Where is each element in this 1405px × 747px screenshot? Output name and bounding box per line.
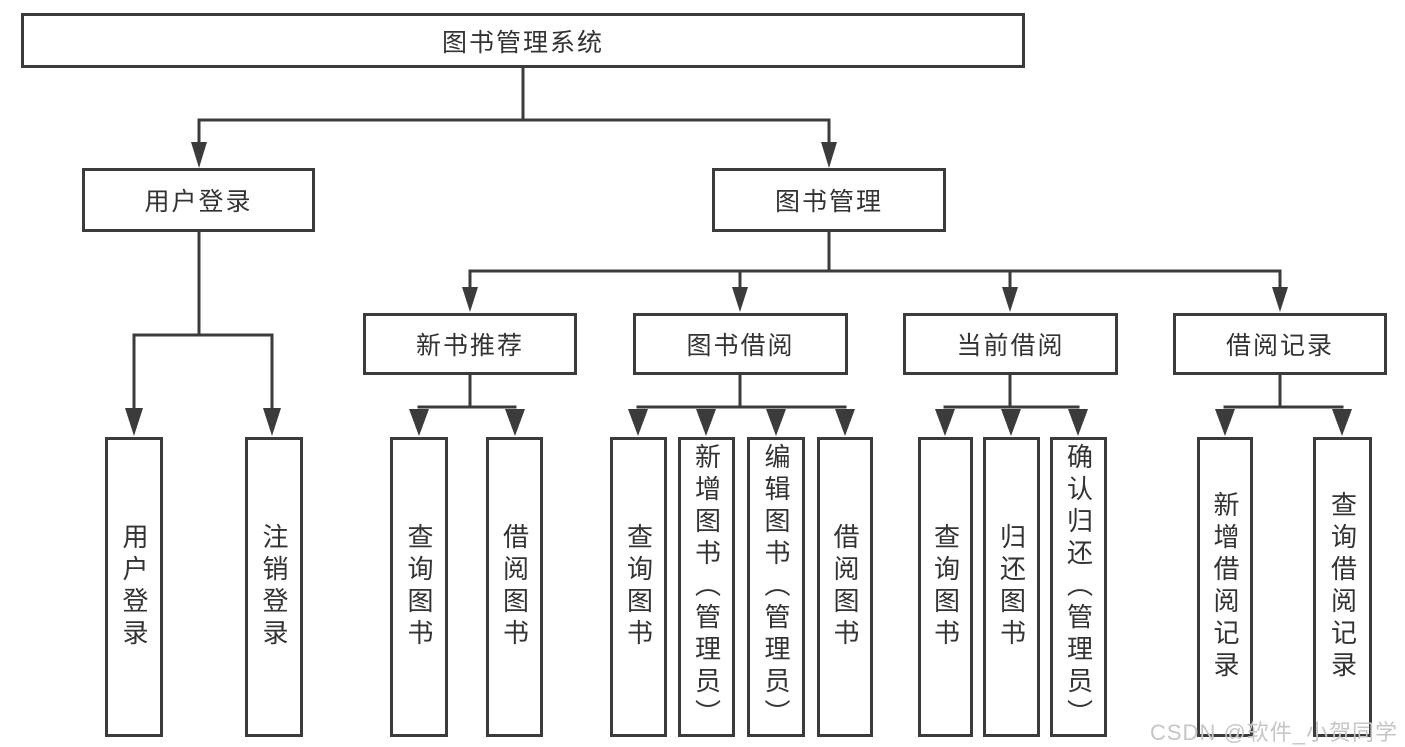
node-book-borrow: 图书借阅 <box>633 313 848 375</box>
node-label: 确认归还（管理员） <box>1063 443 1094 731</box>
node-user-login: 用户登录 <box>82 168 315 232</box>
node-label: 图书管理系统 <box>441 28 604 57</box>
csdn-watermark: CSDN @软件_小贺同学 <box>1150 720 1399 745</box>
leaf-borrow-books-1: 借阅图书 <box>486 437 543 737</box>
node-label: 查询图书 <box>930 523 961 651</box>
leaf-query-books-1: 查询图书 <box>390 437 448 737</box>
leaf-add-books-admin: 新增图书（管理员） <box>678 437 735 737</box>
connector-current-borrow <box>935 375 1088 436</box>
connector-new-books <box>409 375 525 436</box>
node-label: 注销登录 <box>259 523 289 651</box>
node-label: 图书管理 <box>774 188 883 216</box>
node-label: 归还图书 <box>996 523 1027 651</box>
node-label: 新增图书（管理员） <box>691 443 722 731</box>
node-label: 借阅图书 <box>499 523 530 651</box>
leaf-add-borrow-record: 新增借阅记录 <box>1197 437 1253 737</box>
leaf-edit-books-admin: 编辑图书（管理员） <box>747 437 805 737</box>
connector-book-borrow <box>628 375 855 436</box>
connector-root <box>191 68 837 168</box>
node-label: 当前借阅 <box>956 332 1065 360</box>
node-label: 查询借阅记录 <box>1327 491 1358 683</box>
node-book-mgmt: 图书管理 <box>712 168 946 232</box>
leaf-confirm-return-admin: 确认归还（管理员） <box>1050 437 1107 737</box>
node-current-borrow: 当前借阅 <box>903 313 1118 375</box>
node-label: 图书借阅 <box>686 332 795 360</box>
leaf-borrow-books-2: 借阅图书 <box>817 437 873 737</box>
node-label: 查询图书 <box>404 523 434 651</box>
leaf-query-borrow-record: 查询借阅记录 <box>1313 437 1372 737</box>
node-new-books: 新书推荐 <box>363 313 577 375</box>
leaf-query-books-3: 查询图书 <box>918 437 973 737</box>
connector-user-login <box>125 232 281 436</box>
leaf-logout: 注销登录 <box>245 437 303 737</box>
leaf-return-books: 归还图书 <box>983 437 1040 737</box>
node-label: 新书推荐 <box>415 332 524 360</box>
connector-book-mgmt <box>462 232 1288 312</box>
node-label: 借阅记录 <box>1225 332 1334 360</box>
node-borrow-records: 借阅记录 <box>1173 313 1387 375</box>
node-root-system: 图书管理系统 <box>21 13 1025 68</box>
leaf-query-books-2: 查询图书 <box>610 437 667 737</box>
node-label: 借阅图书 <box>830 523 860 651</box>
node-label: 用户登录 <box>144 188 253 216</box>
connector-borrow-records <box>1215 375 1352 436</box>
node-label: 新增借阅记录 <box>1210 491 1240 683</box>
node-label: 用户登录 <box>119 523 149 651</box>
leaf-user-login: 用户登录 <box>105 437 163 737</box>
node-label: 编辑图书（管理员） <box>761 443 791 731</box>
node-label: 查询图书 <box>623 523 654 651</box>
